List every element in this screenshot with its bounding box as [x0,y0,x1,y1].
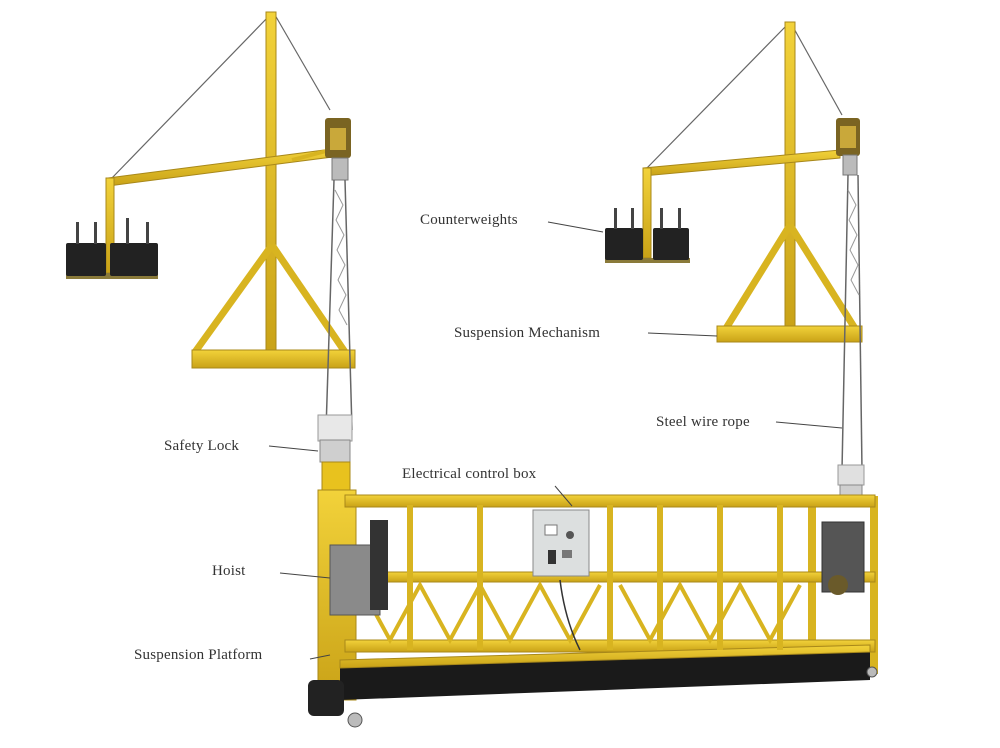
label-hoist: Hoist [212,563,246,579]
wire-ropes [325,174,863,471]
label-suspension-platform: Suspension Platform [134,647,263,663]
left-counterweights [66,218,158,276]
label-wire-rope: Steel wire rope [656,414,750,430]
electrical-control-box [532,509,590,651]
leader-lines [268,221,843,660]
label-control-box: Electrical control box [402,466,537,482]
label-suspension-mechanism: Suspension Mechanism [454,325,601,341]
right-rope-hook [836,118,860,176]
suspension-platform [308,489,878,728]
safety-lock-left [317,414,353,491]
right-suspension-mechanism [605,21,863,343]
label-safety-lock: Safety Lock [164,438,240,454]
left-rope-hook [325,118,351,181]
right-counterweights [605,208,689,260]
label-counterweights: Counterweights [420,212,518,228]
left-suspension-mechanism [66,11,356,369]
